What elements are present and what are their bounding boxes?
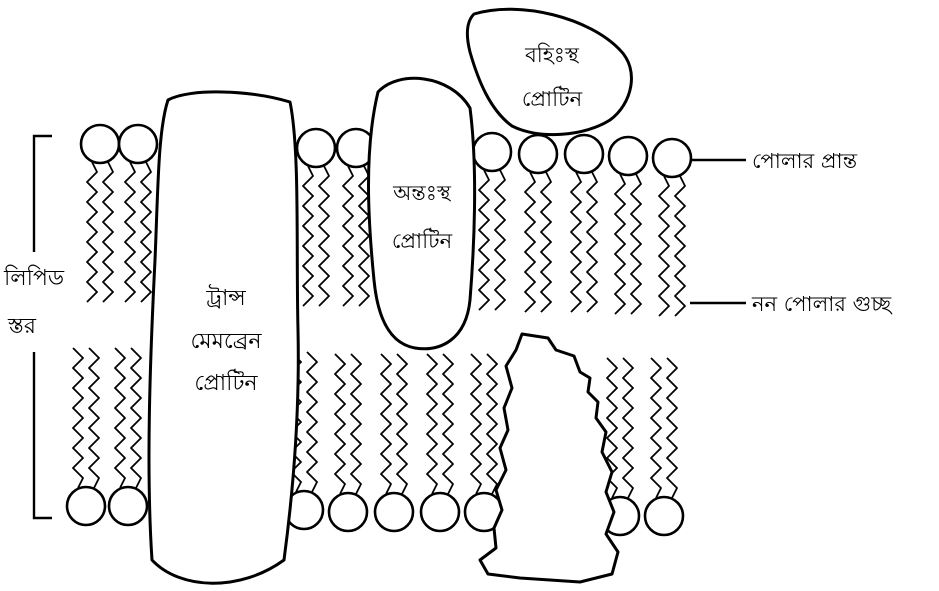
nonpolar-group-label: নন পোলার গুচ্ছ	[751, 292, 893, 316]
upper-polar-head-6	[519, 135, 557, 173]
lipid-layer-bracket	[34, 136, 52, 518]
integral-protein-label-line1: অন্তঃস্থ	[392, 181, 452, 205]
lower-tail-9-1	[651, 358, 661, 498]
peripheral-protein-label-line1: বহিঃস্থ	[524, 43, 580, 67]
upper-tail-1-1	[87, 162, 97, 302]
lower-polar-head-6	[421, 493, 459, 531]
upper-tail-7-1	[571, 172, 581, 312]
upper-tail-2-1	[125, 162, 135, 302]
lower-tail-9-2	[667, 358, 677, 498]
integral-protein-label-line2: প্রোটিন	[392, 228, 453, 253]
upper-polar-head-3	[297, 129, 335, 167]
lower-polar-head-2	[109, 487, 147, 525]
upper-tail-1-2	[103, 162, 113, 302]
upper-tail-3-2	[319, 166, 329, 306]
upper-tail-8-1	[615, 174, 625, 314]
lower-polar-head-4	[329, 493, 367, 531]
lower-tail-5-1	[381, 354, 391, 494]
upper-tail-8-2	[631, 174, 641, 314]
transmembrane-protein-label-line3: প্রোটিন	[194, 369, 258, 396]
lower-tail-2-1	[115, 348, 125, 488]
upper-tail-6-1	[525, 172, 535, 312]
polar-end-label: পোলার প্রান্ত	[752, 149, 858, 173]
upper-tail-2-2	[141, 162, 151, 302]
transmembrane-protein-label-line1: ট্রান্স	[205, 284, 246, 311]
lower-tail-6-2	[443, 354, 453, 494]
lower-tail-7-2	[487, 354, 497, 494]
lower-tail-3-2	[307, 352, 317, 492]
lower-polar-head-9	[645, 497, 683, 535]
lower-tail-2-2	[131, 348, 141, 488]
upper-tail-3-1	[303, 166, 313, 306]
lipid-layer-label-line2: স্তর	[7, 314, 37, 339]
integral-protein	[369, 78, 475, 348]
upper-tail-9-1	[659, 176, 669, 316]
lower-tail-8-2	[623, 358, 633, 498]
upper-tail-6-2	[541, 172, 551, 312]
peripheral-protein	[467, 9, 631, 134]
upper-polar-head-7	[565, 135, 603, 173]
upper-tail-4-1	[343, 166, 353, 306]
peripheral-protein-label-line2: প্রোটিন	[522, 86, 583, 111]
lipid-layer-label-line1: লিপিড	[3, 265, 65, 291]
upper-tail-5-2	[495, 170, 505, 310]
upper-tail-5-1	[479, 170, 489, 310]
upper-polar-head-8	[609, 137, 647, 175]
upper-polar-head-9	[653, 139, 691, 177]
upper-polar-head-2	[119, 125, 157, 163]
lower-tail-7-1	[471, 354, 481, 494]
upper-polar-head-1	[81, 125, 119, 163]
lower-polar-head-5	[375, 493, 413, 531]
upper-tail-9-2	[675, 176, 685, 316]
lower-tail-6-1	[427, 354, 437, 494]
upper-polar-head-5	[473, 133, 511, 171]
lower-tail-4-1	[335, 354, 345, 494]
lower-tail-5-2	[397, 354, 407, 494]
transmembrane-protein-label-line2: মেমব্রেন	[191, 329, 263, 354]
upper-tail-7-2	[587, 172, 597, 312]
lower-protein	[480, 334, 618, 582]
lower-tail-1-2	[89, 348, 99, 488]
lower-polar-head-1	[67, 487, 105, 525]
lower-tail-4-2	[351, 354, 361, 494]
lower-tail-1-1	[73, 348, 83, 488]
